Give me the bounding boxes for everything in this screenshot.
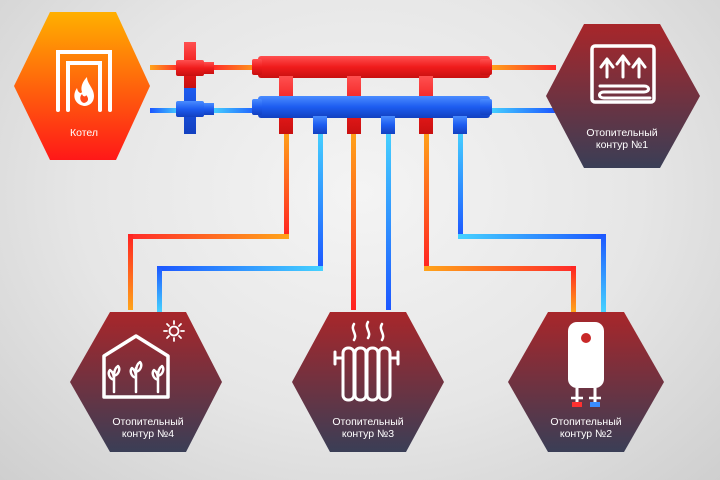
circuit2-node[interactable] — [508, 312, 664, 452]
water-heater-icon — [568, 322, 604, 407]
sun-icon — [163, 320, 185, 342]
circuit4-node[interactable] — [70, 312, 222, 452]
circuit3-node[interactable] — [292, 312, 444, 452]
circuit1-pipes — [490, 65, 556, 113]
circuit4-pipes — [128, 130, 323, 312]
circuit2-pipes — [424, 130, 606, 312]
separator-to-manifold-pipes — [212, 65, 260, 113]
greenhouse-icon — [102, 334, 170, 399]
return-manifold — [252, 96, 492, 134]
boiler-return-pipe — [150, 108, 180, 113]
hydraulic-separator — [176, 42, 214, 134]
radiator-icon — [333, 320, 400, 402]
boiler-supply-pipe — [150, 65, 180, 70]
circuit3-pipes — [351, 130, 391, 310]
boiler-node[interactable] — [14, 12, 150, 160]
boiler-flame-icon — [56, 50, 112, 112]
underfloor-heating-icon — [590, 44, 656, 104]
circuit1-node[interactable] — [546, 24, 700, 168]
